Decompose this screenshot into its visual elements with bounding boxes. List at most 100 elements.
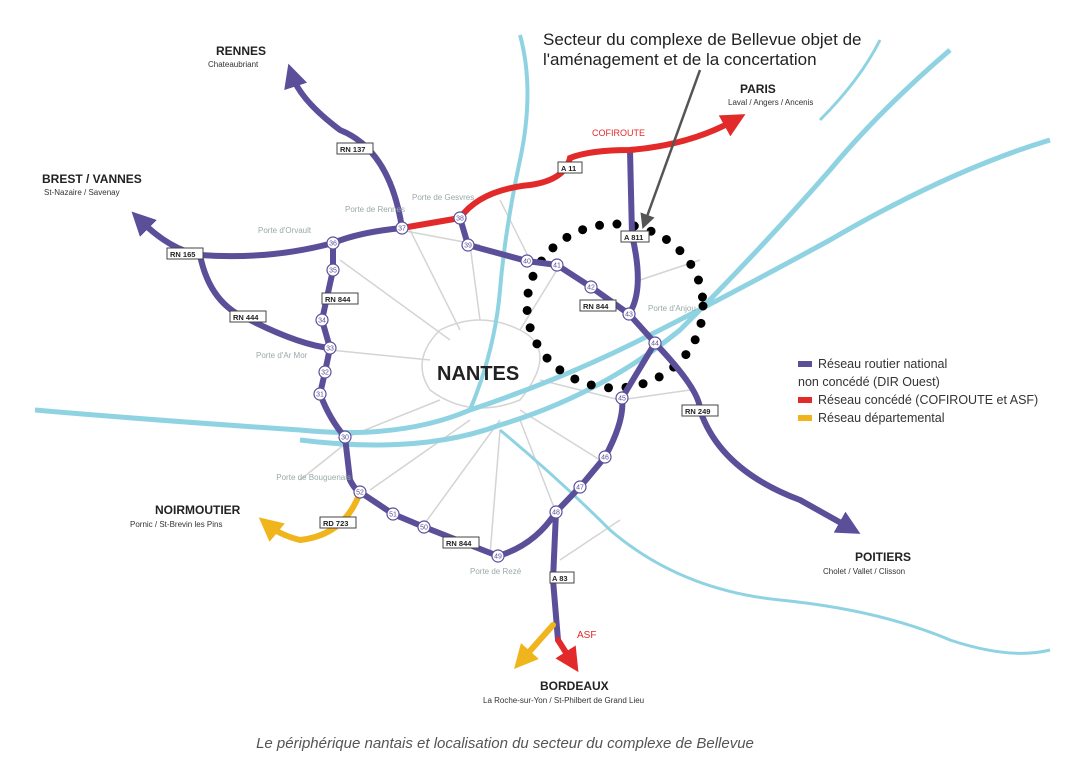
exit-marker <box>453 211 467 225</box>
sector-annotation-line1: Secteur du complexe de Bellevue objet de <box>543 30 862 49</box>
legend: Réseau routier national non concédé (DIR… <box>798 355 1038 427</box>
conceded-roads <box>399 114 746 673</box>
exit-number: 40 <box>523 259 531 266</box>
exit-marker <box>315 313 329 327</box>
exit-marker <box>491 549 505 563</box>
exit-number: 41 <box>553 263 561 270</box>
exit-number: 48 <box>552 510 560 517</box>
exit-marker <box>573 480 587 494</box>
road-label-rn444: RN 444 <box>233 313 259 322</box>
porte-anjou: Porte d'Anjou <box>648 304 696 313</box>
legend-item-national: Réseau routier national <box>798 355 1038 373</box>
porte-armor: Porte d'Ar Mor <box>256 351 308 360</box>
road-label-rn844: RN 844 <box>446 539 472 548</box>
exit-number: 37 <box>398 226 406 233</box>
exit-number: 33 <box>326 346 334 353</box>
exit-number: 35 <box>329 268 337 275</box>
exit-marker <box>386 507 400 521</box>
exit-marker <box>550 258 564 272</box>
road-label-a83: A 83 <box>552 574 568 583</box>
exit-number: 51 <box>389 512 397 519</box>
road-labels: RN 137 RN 165 RN 444 RN 844 RN 844 RN 84… <box>166 128 719 641</box>
porte-gesvres: Porte de Gesvres <box>412 193 474 202</box>
road-label-rn844: RN 844 <box>325 295 351 304</box>
departmental-roads <box>258 489 556 669</box>
exit-marker <box>318 365 332 379</box>
legend-label: Réseau concédé (COFIROUTE et ASF) <box>818 393 1039 407</box>
dest-rennes-sub: Chateaubriant <box>208 60 259 69</box>
road-label-rd723: RD 723 <box>323 519 348 528</box>
road-label-rn137: RN 137 <box>340 145 365 154</box>
sector-annotation: Secteur du complexe de Bellevue objet de… <box>543 30 861 70</box>
dest-brest-sub: St-Nazaire / Savenay <box>44 188 120 197</box>
exit-number: 34 <box>318 318 326 325</box>
road-label-rn165: RN 165 <box>170 250 195 259</box>
dest-poitiers: POITIERS <box>855 550 911 564</box>
legend-swatch <box>798 397 812 403</box>
dest-bordeaux-sub: La Roche-sur-Yon / St-Philbert de Grand … <box>483 696 644 705</box>
asf-label: ASF <box>577 630 596 641</box>
exit-number: 31 <box>316 392 324 399</box>
dest-paris: PARIS <box>740 82 776 96</box>
sector-pointer-arrow <box>640 69 702 230</box>
exit-marker <box>461 238 475 252</box>
exit-marker <box>648 336 662 350</box>
dest-brest: BREST / VANNES <box>42 172 142 186</box>
exit-marker <box>417 520 431 534</box>
legend-label: Réseau routier national <box>818 357 948 371</box>
cofiroute-label: COFIROUTE <box>592 128 645 138</box>
exit-number: 38 <box>456 216 464 223</box>
exit-number: 47 <box>576 485 584 492</box>
porte-reze: Porte de Rezé <box>470 567 522 576</box>
road-label-a11: A 11 <box>561 164 576 173</box>
destinations: RENNES Chateaubriant BREST / VANNES St-N… <box>42 44 911 705</box>
exit-marker <box>353 485 367 499</box>
exit-number: 42 <box>587 285 595 292</box>
exit-marker <box>326 236 340 250</box>
porte-bouguenais: Porte de Bouguenais <box>276 473 351 482</box>
road-label-a811: A 811 <box>624 233 643 242</box>
exit-number: 49 <box>494 554 502 561</box>
dest-bordeaux: BORDEAUX <box>540 679 609 693</box>
dest-noirmoutier-sub: Pornic / St-Brevin les Pins <box>130 520 222 529</box>
bellevue-sector-circle <box>522 219 708 393</box>
exit-number: 39 <box>464 243 472 250</box>
exit-markers: 3736353433323130525150494847464544434241… <box>313 211 662 563</box>
legend-swatch <box>798 361 812 367</box>
exit-marker <box>584 280 598 294</box>
road-label-rn844: RN 844 <box>583 302 609 311</box>
city-nantes: NANTES <box>437 363 519 385</box>
porte-orvault: Porte d'Orvault <box>258 226 312 235</box>
exit-marker <box>323 341 337 355</box>
exit-marker <box>598 450 612 464</box>
exit-marker <box>395 221 409 235</box>
porte-rennes: Porte de Rennes <box>345 205 405 214</box>
legend-item-departmental: Réseau départemental <box>798 409 1038 427</box>
legend-label: Réseau départemental <box>818 411 945 425</box>
exit-number: 44 <box>651 341 659 348</box>
exit-number: 36 <box>329 241 337 248</box>
dest-paris-sub: Laval / Angers / Ancenis <box>728 98 813 107</box>
legend-swatch <box>798 415 812 421</box>
porte-labels: Porte de Rennes Porte de Gesvres Porte d… <box>256 193 696 576</box>
exit-number: 45 <box>618 396 626 403</box>
dest-rennes: RENNES <box>216 44 266 58</box>
exit-marker <box>622 307 636 321</box>
exit-number: 32 <box>321 370 329 377</box>
exit-marker <box>313 387 327 401</box>
road-label-rn249: RN 249 <box>685 407 710 416</box>
exit-marker <box>326 263 340 277</box>
rivers <box>34 34 1051 655</box>
sector-annotation-line2: l'aménagement et de la concertation <box>543 50 817 69</box>
exit-marker <box>549 505 563 519</box>
caption: Le périphérique nantais et localisation … <box>256 735 754 752</box>
exit-number: 52 <box>356 490 364 497</box>
dest-noirmoutier: NOIRMOUTIER <box>155 503 241 517</box>
exit-marker <box>615 391 629 405</box>
exit-number: 30 <box>341 435 349 442</box>
exit-number: 50 <box>420 525 428 532</box>
exit-number: 43 <box>625 312 633 319</box>
dest-poitiers-sub: Cholet / Vallet / Clisson <box>823 567 905 576</box>
